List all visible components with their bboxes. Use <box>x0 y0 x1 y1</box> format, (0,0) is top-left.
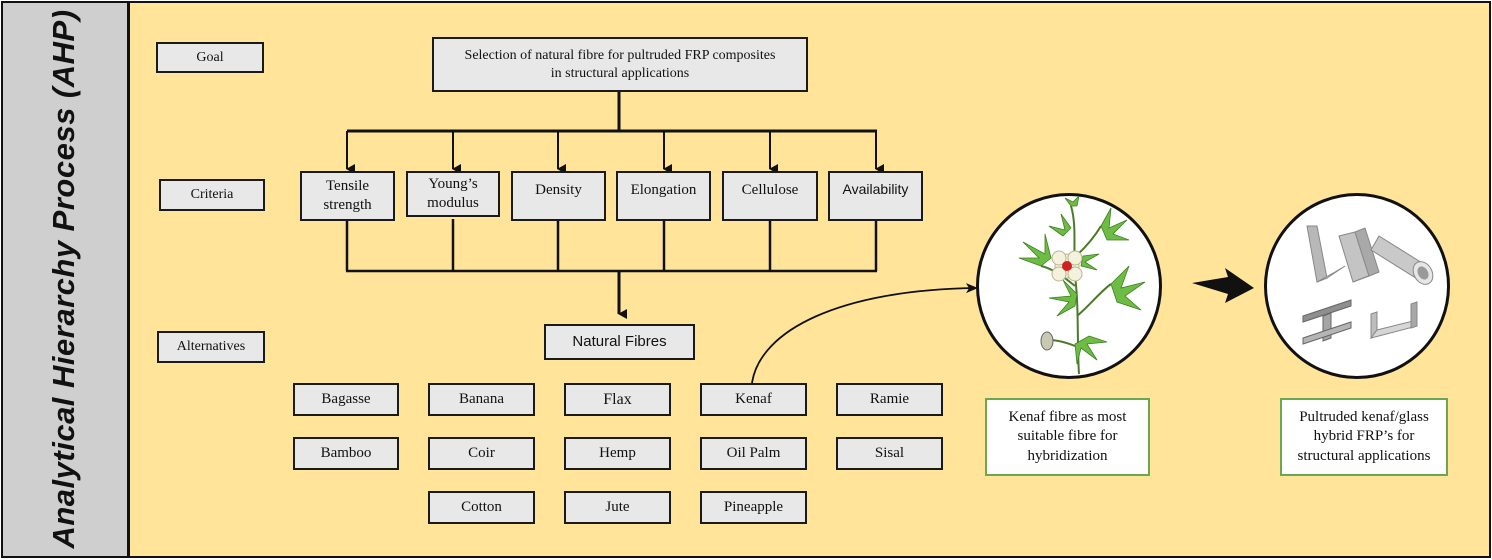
kenaf-image-circle <box>976 193 1162 379</box>
frp-profiles-circle <box>1264 193 1450 379</box>
fibre-coir: Coir <box>428 437 535 470</box>
goal-box: Selection of natural fibre for pultruded… <box>432 37 808 92</box>
goal-text-line2: in structural applications <box>550 65 690 81</box>
natural-fibres-box: Natural Fibres <box>544 324 695 360</box>
fibre-cotton: Cotton <box>428 491 535 524</box>
fibre-hemp: Hemp <box>564 437 671 470</box>
fibre-bagasse: Bagasse <box>293 383 399 416</box>
frp-profiles-icon <box>1302 225 1434 345</box>
fibre-jute: Jute <box>564 491 671 524</box>
right-arrow-icon <box>1192 268 1254 303</box>
criterion-youngs-modulus: Young’s modulus <box>406 171 500 217</box>
side-panel <box>1 1 129 558</box>
fibre-banana: Banana <box>428 383 535 416</box>
criterion-availability: Availability <box>828 171 923 221</box>
fibre-flax: Flax <box>564 383 671 416</box>
criteria-label: Criteria <box>159 179 265 211</box>
criterion-line: Cellulose <box>741 182 799 198</box>
kenaf-plant-icon <box>1018 194 1146 375</box>
criterion-line: Elongation <box>630 182 697 198</box>
goal-label: Goal <box>156 42 264 73</box>
criterion-line: Young’s <box>428 176 478 193</box>
fibre-sisal: Sisal <box>836 437 943 470</box>
criterion-tensile-strength: Tensile strength <box>300 171 395 221</box>
criterion-line: strength <box>323 197 372 213</box>
criterion-line: Availability <box>842 181 909 197</box>
criterion-elongation: Elongation <box>616 171 711 221</box>
fibre-ramie: Ramie <box>836 383 943 416</box>
criterion-line: Density <box>535 182 582 198</box>
alternatives-label: Alternatives <box>157 331 265 363</box>
criterion-line: modulus <box>427 195 479 211</box>
criterion-cellulose: Cellulose <box>722 171 818 221</box>
fibre-kenaf: Kenaf <box>700 383 807 416</box>
pultruded-result-box: Pultruded kenaf/glass hybrid FRP’s for s… <box>1280 398 1448 476</box>
criterion-line: Tensile <box>325 178 370 195</box>
kenaf-result-box: Kenaf fibre as most suitable fibre for h… <box>985 398 1150 476</box>
fibre-pineapple: Pineapple <box>700 491 807 524</box>
fibre-oil-palm: Oil Palm <box>700 437 807 470</box>
fibre-bamboo: Bamboo <box>293 437 399 470</box>
goal-text-line1: Selection of natural fibre for pultruded… <box>464 48 776 63</box>
criterion-density: Density <box>511 171 606 221</box>
